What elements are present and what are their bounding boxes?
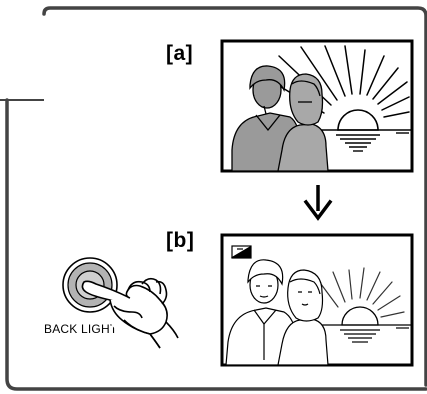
panel-a-label: [a]	[166, 42, 193, 66]
panel-b-label: [b]	[166, 229, 194, 253]
photo-b	[222, 235, 412, 365]
pressing-hand-icon	[82, 279, 178, 348]
down-arrow-icon	[306, 185, 330, 218]
back-light-button-label: BACK LIGHT	[44, 322, 117, 336]
photo-a	[222, 41, 412, 171]
backlight-indicator-icon	[232, 246, 251, 258]
